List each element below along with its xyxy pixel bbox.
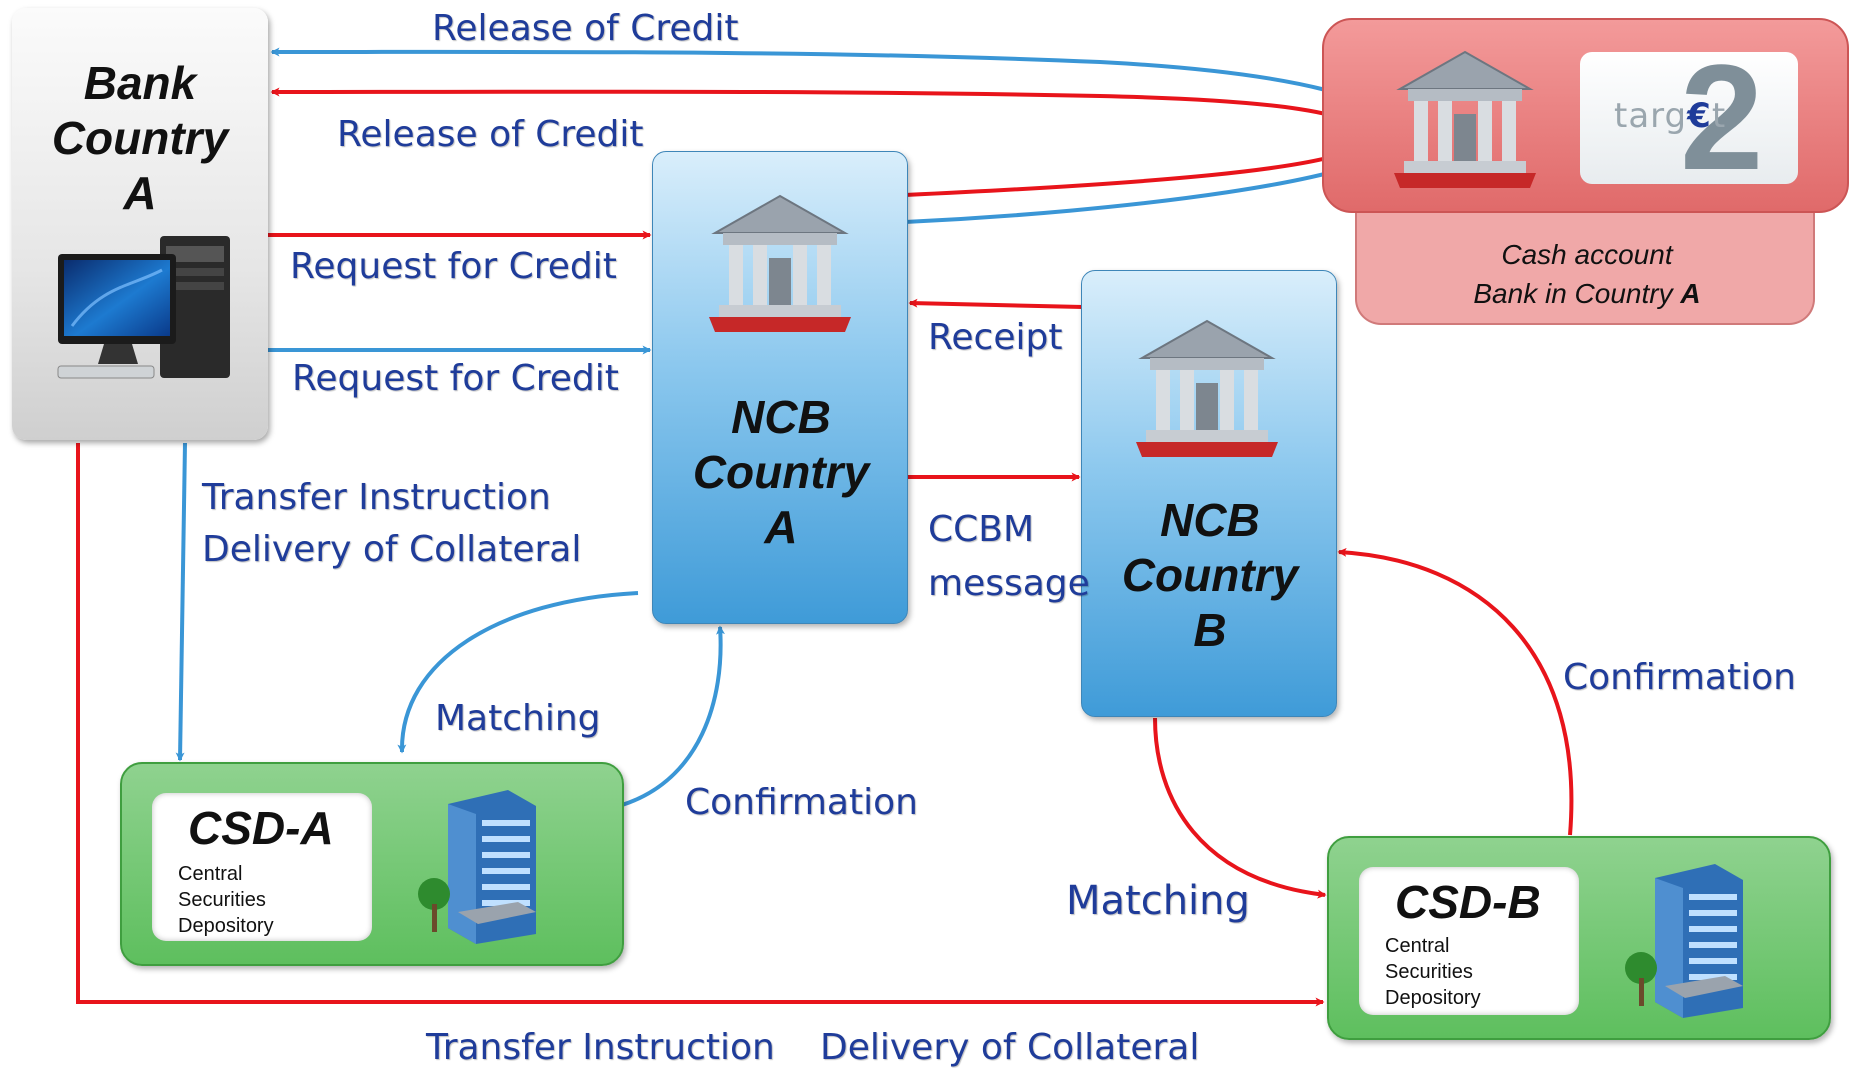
- target2-logo-euro: €: [1687, 96, 1712, 136]
- transfer-a-line1: Transfer Instruction: [202, 477, 551, 518]
- transfer-to-csd-a-line: [175, 442, 187, 762]
- matching-b-label: Matching: [1066, 878, 1250, 924]
- release-of-credit-label: Release of Credit: [337, 114, 644, 155]
- office-building-icon: [1625, 864, 1743, 1018]
- matching-a-arrow: [397, 591, 639, 754]
- csd-a-subtitle-line1: Central: [178, 863, 243, 885]
- bank-country-a-box: Bank Country A: [12, 8, 268, 440]
- ncb-b-title-line3: B: [1193, 604, 1227, 657]
- csd-b-subtitle-line3: Depository: [1385, 987, 1481, 1009]
- confirmation-b-arrow: [1337, 547, 1574, 836]
- csd-a-box: CSD-A Central Securities Depository: [120, 762, 624, 966]
- csd-b-box: CSD-B Central Securities Depository: [1327, 836, 1831, 1040]
- csd-b-title: CSD-B: [1395, 876, 1541, 928]
- csd-b-subtitle-line1: Central: [1385, 935, 1450, 957]
- request-for-credit-label-red: Request for Credit: [290, 246, 617, 287]
- bank-title-line2: Country: [51, 112, 229, 165]
- bank-title-line1: Bank: [83, 57, 197, 109]
- csd-a-subtitle-line2: Securities: [178, 889, 266, 911]
- csd-b-subtitle: Central Securities Depository: [1385, 933, 1481, 1011]
- target2-logo: 2 targ€t: [1580, 42, 1798, 192]
- cash-account-text: Cash account Bank in Country A: [1357, 235, 1817, 313]
- delivery-of-collateral-bottom-label: Delivery of Collateral: [820, 1027, 1200, 1068]
- receipt-arrow: [908, 298, 1084, 309]
- office-building-icon: [418, 790, 536, 944]
- release-credit-blue-line: [270, 47, 1401, 224]
- computer-icon: [57, 236, 230, 379]
- ncb-b-title-line1: NCB: [1160, 494, 1260, 546]
- ncb-b-title: NCB Country B: [1082, 493, 1338, 659]
- ncb-a-title-line1: NCB: [731, 391, 831, 443]
- ccbm-label-line1: CCBM: [928, 509, 1035, 550]
- transfer-instruction-label-a: Transfer Instruction Delivery of Collate…: [202, 472, 581, 576]
- ncb-a-title: NCB Country A: [653, 390, 909, 556]
- receipt-label: Receipt: [928, 317, 1063, 358]
- ncb-a-title-line2: Country: [692, 446, 870, 499]
- transfer-instruction-bottom-label: Transfer Instruction: [426, 1027, 775, 1068]
- confirmation-a-label: Confirmation: [685, 782, 918, 823]
- target2-logo-text: targ: [1614, 96, 1688, 136]
- transfer-to-csd-b-line: [76, 443, 1325, 1007]
- target2-logo-wordmark: targ€t: [1614, 96, 1726, 136]
- csd-a-subtitle: Central Securities Depository: [178, 861, 274, 939]
- ncb-b-title-line2: Country: [1121, 549, 1299, 602]
- csd-b-label-card: CSD-B Central Securities Depository: [1359, 867, 1579, 1015]
- ncb-country-a-box: NCB Country A: [652, 151, 908, 624]
- transfer-a-line2: Delivery of Collateral: [202, 529, 582, 570]
- bank-country-a-title: Bank Country A: [12, 56, 268, 222]
- cash-account-panel: Cash account Bank in Country A: [1355, 205, 1815, 325]
- cash-account-line1: Cash account: [1501, 239, 1673, 270]
- central-bank-building-icon: [1394, 50, 1536, 188]
- target2-logo-text-end: t: [1711, 96, 1727, 136]
- confirmation-b-label: Confirmation: [1563, 657, 1796, 698]
- ncb-country-b-box: NCB Country B: [1081, 270, 1337, 717]
- matching-a-label: Matching: [435, 698, 601, 739]
- release-of-credit-label-top: Release of Credit: [432, 8, 739, 49]
- ccbm-message-label: CCBM message: [928, 503, 1090, 611]
- ccbm-label-line2: message: [928, 563, 1090, 604]
- cash-account-line2-country: A: [1680, 278, 1701, 309]
- csd-a-label-card: CSD-A Central Securities Depository: [152, 793, 372, 941]
- target2-logo-number: 2: [1680, 33, 1764, 201]
- csd-a-title: CSD-A: [188, 802, 334, 854]
- central-bank-building-icon: [709, 194, 851, 332]
- confirmation-a-arrow: [621, 625, 725, 807]
- csd-b-subtitle-line2: Securities: [1385, 961, 1473, 983]
- cash-account-line2-prefix: Bank in Country: [1473, 278, 1681, 309]
- request-for-credit-label-blue: Request for Credit: [292, 358, 619, 399]
- cash-account-line2: Bank in Country A: [1357, 274, 1817, 313]
- central-bank-building-icon: [1136, 319, 1278, 457]
- release-credit-red-line: [270, 87, 1368, 197]
- bank-title-line3: A: [123, 167, 157, 220]
- csd-a-subtitle-line3: Depository: [178, 915, 274, 937]
- ncb-a-title-line3: A: [764, 501, 798, 554]
- matching-b-arrow: [1153, 717, 1327, 899]
